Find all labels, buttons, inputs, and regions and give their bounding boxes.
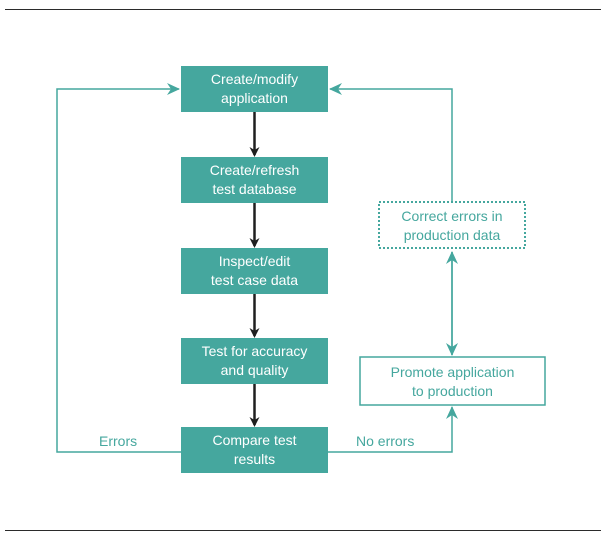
correct-line-1: Correct errors in — [401, 208, 502, 224]
correct-line-2: production data — [404, 227, 501, 243]
correct-to-create-connector — [329, 83, 453, 202]
step-test-for-accuracy-and-quality: Test for accuracy and quality — [181, 338, 328, 384]
step-4-line-2: and quality — [221, 362, 289, 378]
step-1-line-2: application — [221, 90, 288, 106]
step-3-line-2: test case data — [211, 272, 298, 288]
promote-application-box: Promote application to production — [359, 356, 546, 406]
errors-loop-connector — [56, 83, 181, 453]
correct-errors-box: Correct errors in production data — [378, 201, 526, 249]
promote-line-2: to production — [412, 383, 493, 399]
promote-line-1: Promote application — [391, 364, 515, 380]
no-errors-connector — [328, 406, 458, 453]
step-4-line-1: Test for accuracy — [202, 343, 308, 359]
errors-label: Errors — [99, 433, 137, 449]
bottom-rule — [5, 530, 601, 531]
step-3-line-1: Inspect/edit — [219, 253, 291, 269]
top-rule — [5, 9, 601, 10]
step-5-line-2: results — [234, 451, 275, 467]
step-inspect-edit-test-case-data: Inspect/edit test case data — [181, 248, 328, 294]
no-errors-label: No errors — [356, 433, 414, 449]
step-create-refresh-test-database: Create/refresh test database — [181, 157, 328, 203]
step-2-line-1: Create/refresh — [210, 162, 299, 178]
step-compare-test-results: Compare test results — [181, 427, 328, 473]
step-5-line-1: Compare test — [212, 432, 296, 448]
step-create-modify-application: Create/modify application — [181, 66, 328, 112]
step-1-line-1: Create/modify — [211, 71, 298, 87]
step-2-line-2: test database — [212, 181, 296, 197]
